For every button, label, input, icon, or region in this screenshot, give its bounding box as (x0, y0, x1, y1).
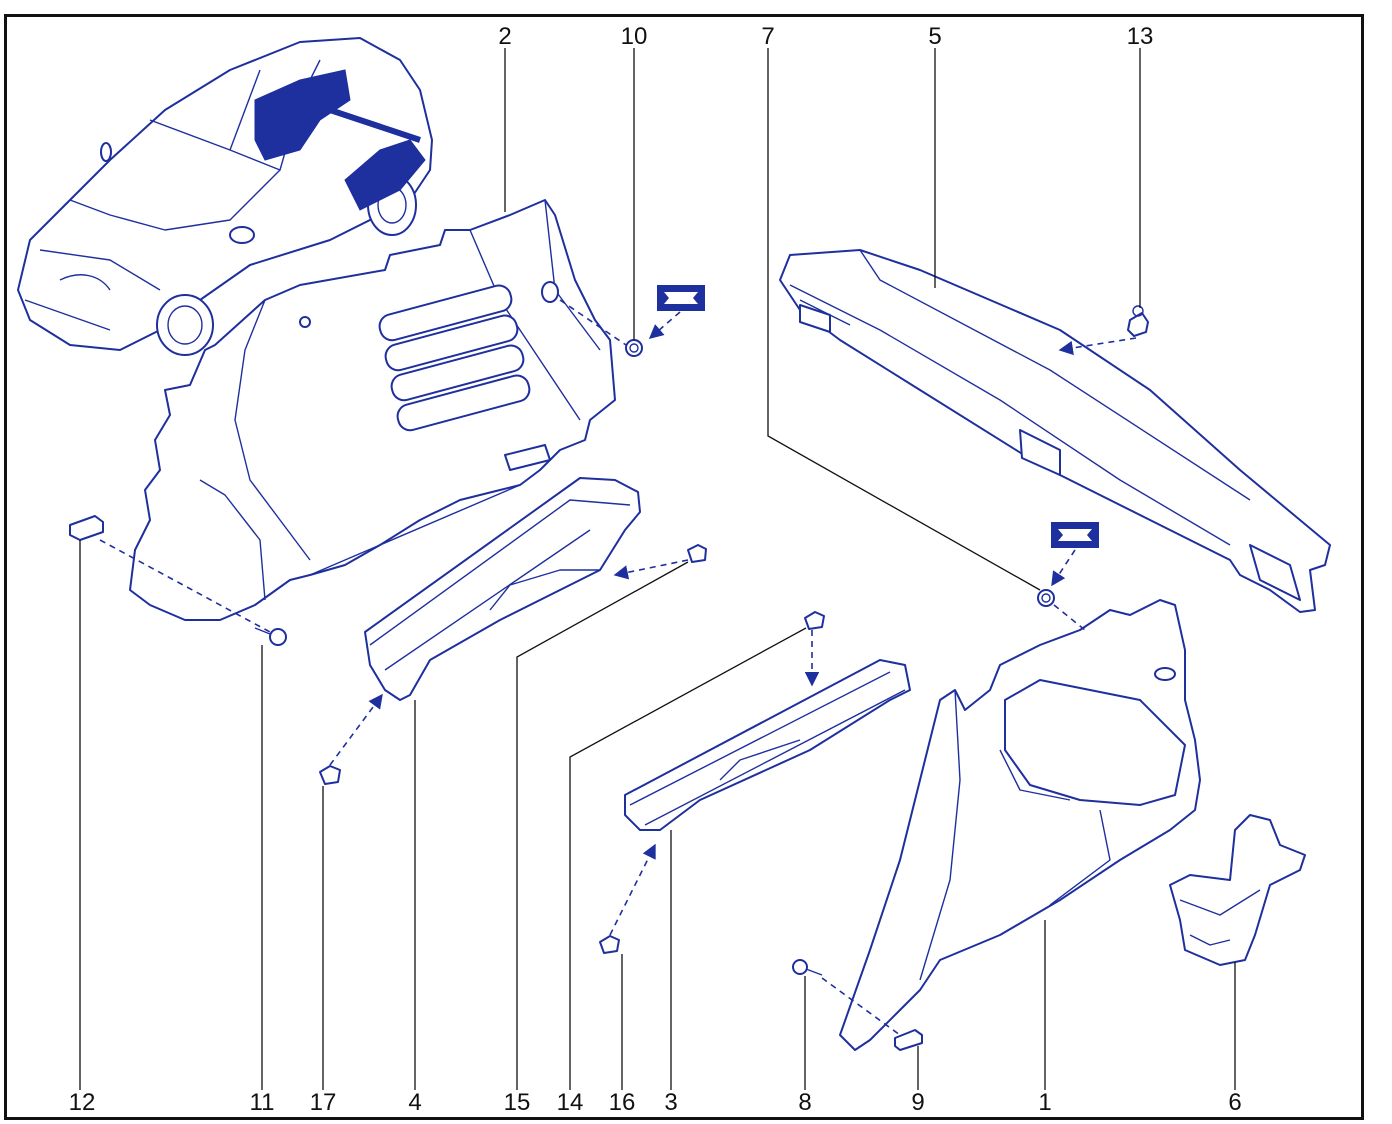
diagram-frame (4, 14, 1364, 1120)
clip-9 (894, 1029, 923, 1051)
callout-2: 2 (498, 23, 511, 50)
part-3-center-sill-trim (624, 659, 911, 831)
callout-4: 4 (408, 1089, 421, 1116)
callout-8: 8 (798, 1089, 811, 1116)
screw-11 (254, 627, 287, 646)
callout-5: 5 (928, 23, 941, 50)
callout-6: 6 (1228, 1089, 1241, 1116)
leader-lines (79, 48, 1236, 1090)
clip-15 (687, 544, 707, 563)
callout-11: 11 (250, 1089, 275, 1116)
fastener-10 (625, 339, 643, 357)
callout-15: 15 (504, 1089, 531, 1116)
callout-9: 9 (911, 1089, 924, 1116)
callout-labels: 2 10 7 5 13 12 11 17 4 15 14 16 3 8 9 1 … (69, 23, 1242, 1116)
callout-14: 14 (557, 1089, 584, 1116)
clip-17 (319, 765, 341, 785)
tool-symbol-icon (1051, 522, 1099, 548)
tool-symbol-icon (657, 285, 705, 311)
part-4-left-sill-trim (364, 477, 641, 701)
callout-1: 1 (1038, 1089, 1051, 1116)
part-2-left-trim-panel (129, 199, 616, 621)
part-5-upper-rail (779, 249, 1331, 613)
fastener-7 (1037, 589, 1055, 607)
callout-12: 12 (69, 1089, 96, 1116)
callout-7: 7 (761, 23, 774, 50)
callout-16: 16 (609, 1089, 636, 1116)
clip-12 (69, 515, 104, 541)
callout-10: 10 (621, 23, 648, 50)
clip-16 (599, 935, 620, 954)
clip-14 (804, 611, 825, 630)
part-1-right-trim-panel (839, 599, 1201, 1051)
vehicle-locator-illustration (17, 37, 433, 356)
callout-17: 17 (310, 1089, 337, 1116)
assembly-arrows (99, 299, 1137, 1036)
fastener-13 (1127, 305, 1149, 337)
part-6-pocket-bracket (1169, 814, 1306, 966)
callout-3: 3 (664, 1089, 677, 1116)
callout-13: 13 (1127, 23, 1154, 50)
screw-8 (792, 959, 823, 976)
